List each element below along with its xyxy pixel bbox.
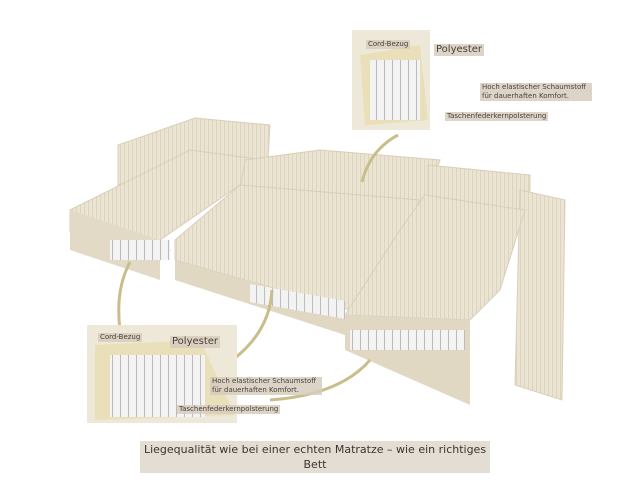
top-spring-label: Taschenfederkernpolsterung bbox=[445, 112, 549, 121]
bottom-foam-label: Hoch elastischer Schaumstoff für dauerha… bbox=[210, 377, 322, 395]
spring-strip-right bbox=[350, 330, 465, 350]
spring-strip-left bbox=[110, 240, 170, 260]
right-armrest bbox=[514, 189, 566, 401]
arrow-right bbox=[269, 359, 372, 402]
arrow-center bbox=[234, 289, 274, 360]
bottom-layer-label: Polyester bbox=[170, 336, 221, 348]
arrows bbox=[117, 133, 399, 402]
top-inset-cutaway bbox=[352, 30, 430, 130]
right-chaise-front bbox=[345, 315, 470, 405]
bottom-spring-label: Taschenfederkernpolsterung bbox=[177, 405, 281, 414]
arrow-left bbox=[117, 261, 132, 331]
top-cover-label: Cord-Bezug bbox=[366, 40, 411, 49]
sofa bbox=[69, 117, 566, 405]
caption: Liegequalität wie bei einer echten Matra… bbox=[140, 441, 490, 473]
top-layer-label: Polyester bbox=[434, 44, 485, 56]
bottom-cover-label: Cord-Bezug bbox=[98, 333, 143, 342]
spring-strip-center bbox=[250, 284, 345, 319]
arrow-top bbox=[360, 133, 399, 183]
top-foam-label: Hoch elastischer Schaumstoff für dauerha… bbox=[480, 83, 592, 101]
